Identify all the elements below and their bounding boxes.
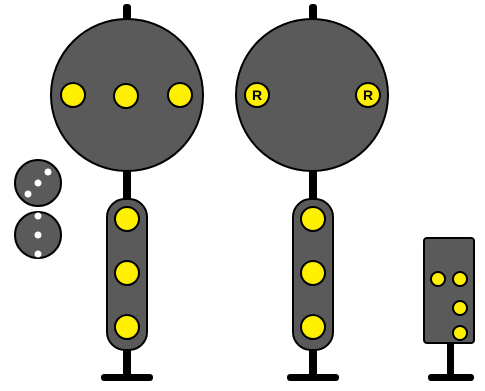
signal-1-panel-lamp-2 (114, 260, 140, 286)
signal-1-disc-lamp-left (60, 82, 86, 108)
signal-2-mast-bottom (309, 346, 317, 380)
aux-signal-upper (14, 159, 62, 207)
signal-3 (423, 237, 475, 381)
signal-2-disc-lamp-left (244, 82, 270, 108)
signal-3-box (423, 237, 475, 344)
aux-signal-upper-lamp-1 (44, 168, 52, 176)
signal-3-lamp-2 (452, 271, 468, 287)
aux-signal-upper-lamp-3 (24, 190, 32, 198)
signal-1-disc-lamp-center (113, 83, 139, 109)
aux-signal-lower-lamp-3 (34, 250, 42, 258)
signal-3-lamp-4 (452, 325, 468, 341)
aux-signal-lower-lamp-2 (34, 231, 42, 239)
signal-1-disc-lamp-right (167, 82, 193, 108)
signal-2-disc-lamp-right (355, 82, 381, 108)
signal-3-mast (447, 340, 454, 378)
signal-2-base (287, 374, 339, 381)
signal-2-lamp-letter-right: R (363, 87, 373, 103)
signal-2-panel-lamp-2 (300, 260, 326, 286)
signal-2: R R (235, 4, 389, 381)
signal-3-base (428, 374, 474, 381)
signal-3-lamp-1 (430, 271, 446, 287)
aux-signal-lower-lamp-1 (34, 212, 42, 220)
signal-3-lamp-3 (452, 300, 468, 316)
signal-2-lamp-letter-left: R (252, 87, 262, 103)
signal-2-mast (309, 168, 317, 204)
signal-1-mast (123, 168, 131, 204)
aux-signal-lower (14, 211, 62, 259)
signal-1-panel-lamp-1 (114, 206, 140, 232)
signal-1-mast-bottom (123, 346, 131, 380)
signal-1-base (101, 374, 153, 381)
signal-1 (50, 4, 204, 381)
aux-signal-upper-lamp-2 (34, 179, 42, 187)
signal-2-panel-lamp-3 (300, 314, 326, 340)
signal-2-panel-lamp-1 (300, 206, 326, 232)
signal-2-disc (235, 18, 389, 172)
signal-1-panel-lamp-3 (114, 314, 140, 340)
